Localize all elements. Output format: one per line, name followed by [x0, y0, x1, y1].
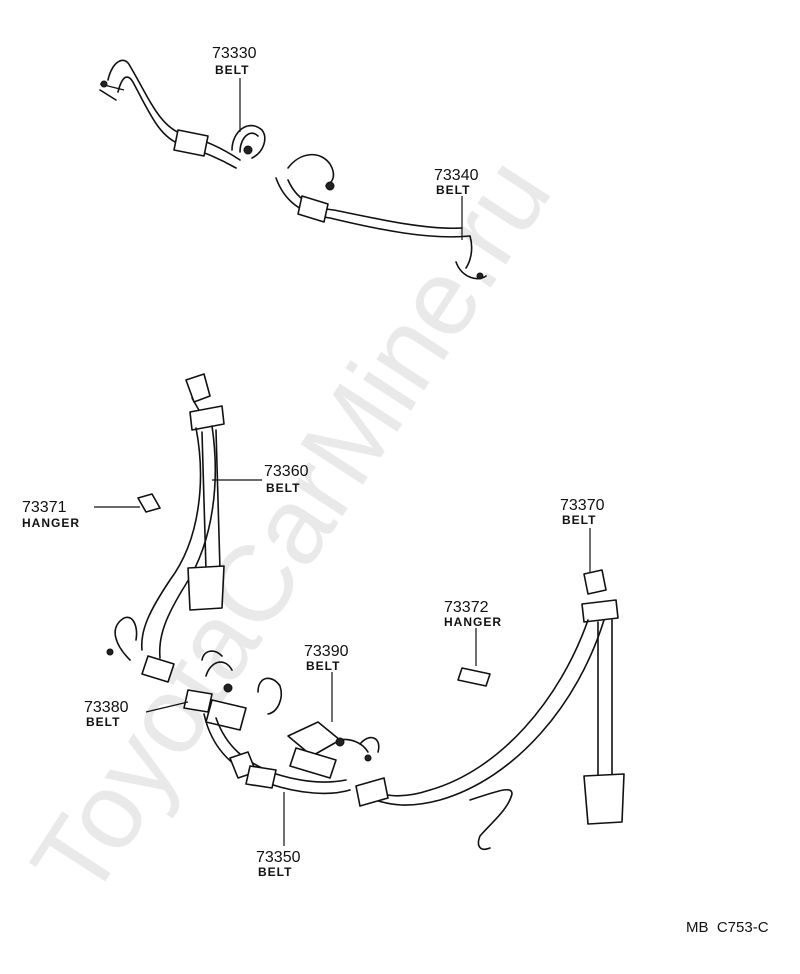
part-number: 73371: [22, 499, 67, 516]
callout-73372: 73372 HANGER: [444, 599, 502, 629]
watermark-text: ToyotaCarMine.ru: [8, 137, 574, 918]
part-number: 73372: [444, 599, 489, 616]
figure-code: MB C753-C: [686, 919, 769, 936]
part-name: HANGER: [22, 516, 80, 530]
part-number: 73350: [256, 849, 301, 866]
callout-73371: 73371 HANGER: [22, 499, 80, 530]
part-number: 73360: [264, 463, 309, 480]
belt-73350-73380-drawing: [183, 650, 351, 795]
callout-73370: 73370 BELT: [560, 497, 605, 527]
belt-73360-drawing: [106, 373, 225, 683]
callout-73350: 73350 BELT: [256, 849, 301, 879]
belt-73370-drawing: [355, 569, 625, 851]
part-number: 73340: [434, 167, 479, 184]
part-name: BELT: [266, 481, 300, 495]
part-number: 73390: [304, 643, 349, 660]
hanger-73372-drawing: [457, 667, 491, 687]
part-name: BELT: [215, 63, 249, 77]
part-name: BELT: [562, 513, 596, 527]
part-name: BELT: [436, 183, 470, 197]
callout-73390: 73390 BELT: [304, 643, 349, 673]
leader-lines: [94, 78, 591, 846]
part-name: HANGER: [444, 615, 502, 629]
part-number: 73380: [84, 699, 129, 716]
part-number: 73370: [560, 497, 605, 514]
belt-73340-drawing: [275, 153, 487, 280]
callout-73380: 73380 BELT: [84, 699, 129, 729]
callout-73340: 73340 BELT: [434, 167, 479, 197]
part-number: 73330: [212, 45, 257, 62]
part-name: BELT: [258, 865, 292, 879]
callout-73360: 73360 BELT: [264, 463, 309, 495]
hanger-73371-drawing: [137, 493, 161, 513]
belt-73390-drawing: [287, 721, 380, 779]
part-name: BELT: [86, 715, 120, 729]
belt-73330-drawing: [99, 59, 266, 169]
part-name: BELT: [306, 659, 340, 673]
callout-73330: 73330 BELT: [212, 45, 257, 77]
